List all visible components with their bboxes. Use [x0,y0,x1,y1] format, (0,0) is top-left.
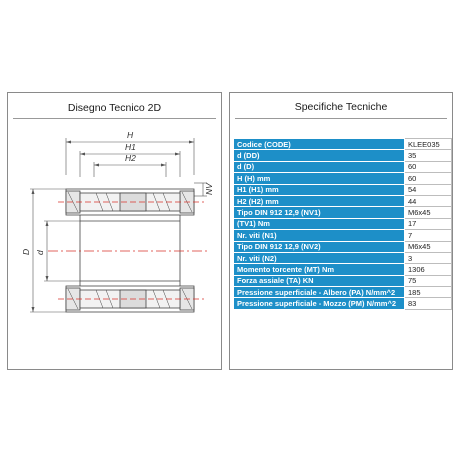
spec-key: H1 (H1) mm [233,183,405,196]
locking-assembly-drawing: H H1 H2 NV D d [21,130,214,313]
drawing-panel-title: Disegno Tecnico 2D [67,102,162,114]
specs-panel-title: Specifiche Tecniche [294,101,388,113]
dim-label-d: d [35,250,45,255]
spec-row: Pressione superficiale - Albero (PA) N/m… [233,286,452,299]
spec-row: d (DD)35 [233,149,452,162]
spec-value: 83 [404,297,452,310]
spec-row: Tipo DIN 912 12,9 (NV1)M6x45 [233,206,452,219]
spec-value: 1306 [404,263,452,276]
dimension-lines [30,138,207,313]
spec-row: Codice (CODE)KLEE035 [233,137,452,151]
spec-row: Nr. viti (N1)7 [233,229,452,242]
spec-key: Nr. viti (N1) [233,229,405,242]
spec-value: 60 [404,172,452,185]
title-divider [13,118,216,119]
spec-key: Tipo DIN 912 12,9 (NV1) [233,206,405,219]
spec-key: Pressione superficiale - Albero (PA) N/m… [233,286,405,299]
spec-key: Codice (CODE) [233,137,405,151]
spec-value: 185 [404,286,452,299]
spec-row: Nr. viti (N2)3 [233,251,452,265]
spec-value: 44 [404,194,452,208]
technical-drawing-panel: Disegno Tecnico 2D [7,92,222,370]
title-divider [235,118,447,119]
spec-value: 75 [404,274,452,288]
spec-value: 3 [404,251,452,265]
spec-value: 54 [404,183,452,196]
spec-value: 60 [404,160,452,174]
dimension-arrows [31,140,194,312]
spec-value: 35 [404,149,452,162]
bore-section [79,215,181,286]
spec-key: Forza assiale (TA) KN [233,274,405,288]
spec-key: Pressione superficiale - Mozzo (PM) N/mm… [233,297,405,310]
spec-value: KLEE035 [404,137,452,151]
dim-label-H2: H2 [125,153,136,163]
dim-label-NV: NV [204,182,214,195]
spec-key: Nr. viti (N2) [233,251,405,265]
spec-key: Tipo DIN 912 12,9 (NV2) [233,240,405,253]
spec-key: d (DD) [233,149,405,162]
spec-value: M6x45 [404,206,452,219]
spec-key: H (H) mm [233,172,405,185]
spec-key: Momento torcente (MT) Nm [233,263,405,276]
spec-row: d (D)60 [233,160,452,174]
spec-value: 7 [404,229,452,242]
spec-key: d (D) [233,160,405,174]
spec-value: 17 [404,217,452,231]
technical-specs-panel: Specifiche Tecniche Codice (CODE)KLEE035… [229,92,453,370]
spec-key: (TV1) Nm [233,217,405,231]
spec-row: Tipo DIN 912 12,9 (NV2)M6x45 [233,240,452,253]
dim-label-H: H [127,130,134,140]
spec-key: H2 (H2) mm [233,194,405,208]
dim-label-H1: H1 [125,142,136,152]
spec-value: M6x45 [404,240,452,253]
spec-row: Pressione superficiale - Mozzo (PM) N/mm… [233,297,452,310]
dim-label-D: D [21,249,31,255]
